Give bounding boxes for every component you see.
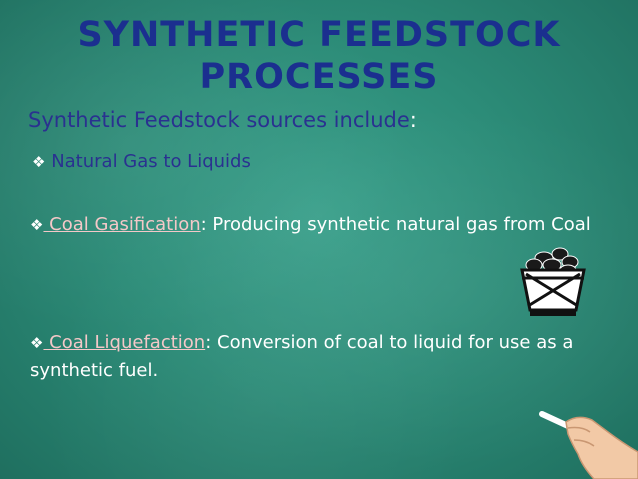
bullet-text: Conversion of coal to liquid for use as … [30,332,574,381]
bullet-text: Producing synthetic natural gas from Coa… [212,214,591,235]
title-line-1: SYNTHETIC FEEDSTOCK [77,15,561,55]
bullet-natural-gas: ❖ Natural Gas to Liquids [32,148,251,176]
title-line-2: PROCESSES [199,57,439,97]
intro-label: Synthetic Feedstock sources include [28,108,410,132]
bullet-text: Natural Gas to Liquids [51,151,251,172]
slide-title: SYNTHETIC FEEDSTOCK PROCESSES [0,14,638,98]
chalk-hand-icon [539,411,638,479]
bullet-separator: : [205,332,217,353]
coal-cart-icon [520,247,586,316]
bullet-diamond-icon: ❖ [30,216,44,234]
bullet-coal-gasification: ❖ Coal Gasification: Producing synthetic… [30,211,634,239]
intro-colon: : [409,108,417,132]
intro-text: Synthetic Feedstock sources include: [28,108,417,132]
bullet-separator: : [200,214,213,235]
bullet-diamond-icon: ❖ [32,153,46,171]
bullet-coal-liquefaction: ❖ Coal Liquefaction: Conversion of coal … [30,329,605,384]
bullet-term: Coal Gasification [43,214,201,235]
bullet-diamond-icon: ❖ [30,334,44,352]
bullet-term: Coal Liquefaction [43,332,206,353]
